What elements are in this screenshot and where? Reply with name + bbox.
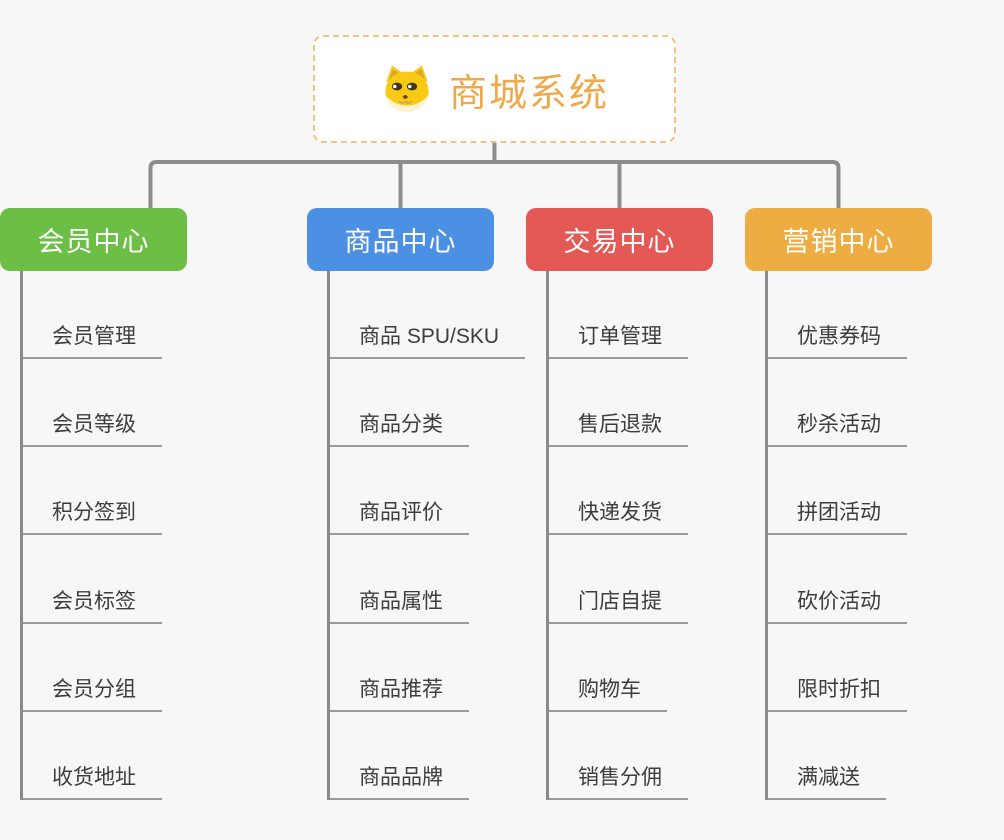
leaf-node-label: 满减送	[797, 765, 860, 789]
leaf-node-label: 售后退款	[578, 413, 662, 437]
branch-node-label: 商品中心	[344, 227, 457, 257]
leaf-node[interactable]: 门店自提	[549, 535, 688, 624]
leaf-node[interactable]: 砍价活动	[768, 535, 907, 624]
leaf-node[interactable]: 商品分类	[330, 359, 469, 448]
leaf-node-label: 订单管理	[578, 325, 662, 349]
leaf-node[interactable]: 会员等级	[23, 359, 162, 448]
leaf-node-label: 会员等级	[52, 413, 136, 437]
leaf-node[interactable]: 优惠券码	[768, 271, 907, 360]
leaf-node-label: 收货地址	[52, 765, 136, 789]
leaf-node[interactable]: 限时折扣	[768, 624, 907, 712]
leaf-node[interactable]: 收货地址	[23, 712, 162, 800]
branch-node[interactable]: 会员中心	[0, 208, 187, 271]
leaf-node[interactable]: 积分签到	[23, 447, 162, 536]
leaf-node[interactable]: 销售分佣	[549, 712, 688, 800]
leaf-node-label: 购物车	[578, 677, 641, 701]
branch-item-list: 订单管理售后退款快递发货门店自提购物车销售分佣	[546, 271, 688, 800]
leaf-node[interactable]: 商品品牌	[330, 712, 469, 800]
branch-item-list: 商品 SPU/SKU 商品分类商品评价商品属性商品推荐商品品牌	[327, 271, 526, 800]
branch-node[interactable]: 交易中心	[526, 208, 713, 271]
leaf-node-label: 砍价活动	[797, 589, 881, 613]
leaf-node-label: 拼团活动	[797, 501, 881, 525]
leaf-node-label: 积分签到	[52, 501, 136, 525]
leaf-node-label: 快递发货	[578, 501, 662, 525]
root-node[interactable]: 商城系统	[313, 35, 676, 143]
leaf-node[interactable]: 会员标签	[23, 535, 162, 624]
leaf-node-label: 秒杀活动	[797, 413, 881, 437]
leaf-node[interactable]: 秒杀活动	[768, 359, 907, 448]
leaf-node-label: 商品评价	[359, 501, 443, 525]
root-node-label: 商城系统	[448, 72, 609, 115]
leaf-node[interactable]: 购物车	[549, 624, 667, 712]
branch-node-label: 会员中心	[37, 227, 150, 257]
leaf-node[interactable]: 售后退款	[549, 359, 688, 448]
leaf-node-label: 门店自提	[578, 589, 662, 613]
leaf-node[interactable]: 订单管理	[549, 271, 688, 360]
leaf-node[interactable]: 快递发货	[549, 447, 688, 536]
branch: 商品中心 商品 SPU/SKU 商品分类商品评价商品属性商品推荐商品品牌	[307, 208, 526, 800]
branch-item-list: 优惠券码秒杀活动拼团活动砍价活动限时折扣满减送	[765, 271, 907, 800]
leaf-node[interactable]: 会员分组	[23, 624, 162, 712]
branch: 会员中心 会员管理会员等级积分签到会员标签会员分组收货地址	[0, 208, 187, 800]
branch: 营销中心 优惠券码秒杀活动拼团活动砍价活动限时折扣满减送	[745, 208, 932, 800]
branch-node-label: 交易中心	[563, 227, 676, 257]
leaf-node-label: 商品分类	[359, 413, 443, 437]
branch-node[interactable]: 营销中心	[745, 208, 932, 271]
leaf-node-label: 限时折扣	[797, 677, 881, 701]
leaf-node-label: 会员管理	[52, 325, 136, 349]
leaf-node[interactable]: 商品 SPU/SKU	[330, 271, 526, 360]
leaf-node[interactable]: 拼团活动	[768, 447, 907, 536]
leaf-node[interactable]: 满减送	[768, 712, 886, 800]
branch-item-list: 会员管理会员等级积分签到会员标签会员分组收货地址	[20, 271, 162, 800]
dog-face-icon	[385, 65, 429, 112]
leaf-node[interactable]: 商品属性	[330, 535, 469, 624]
leaf-node[interactable]: 商品推荐	[330, 624, 469, 712]
branch-node-label: 营销中心	[782, 227, 895, 257]
leaf-node-label: 商品 SPU/SKU	[359, 325, 500, 349]
branch-node[interactable]: 商品中心	[307, 208, 494, 271]
leaf-node-label: 商品属性	[359, 589, 443, 613]
leaf-node-label: 会员分组	[52, 677, 136, 701]
branch: 交易中心 订单管理售后退款快递发货门店自提购物车销售分佣	[526, 208, 713, 800]
leaf-node[interactable]: 商品评价	[330, 447, 469, 536]
leaf-node-label: 优惠券码	[797, 325, 881, 349]
leaf-node-label: 销售分佣	[578, 765, 662, 789]
leaf-node[interactable]: 会员管理	[23, 271, 162, 360]
leaf-node-label: 商品推荐	[359, 677, 443, 701]
leaf-node-label: 会员标签	[52, 589, 136, 613]
leaf-node-label: 商品品牌	[359, 765, 443, 789]
